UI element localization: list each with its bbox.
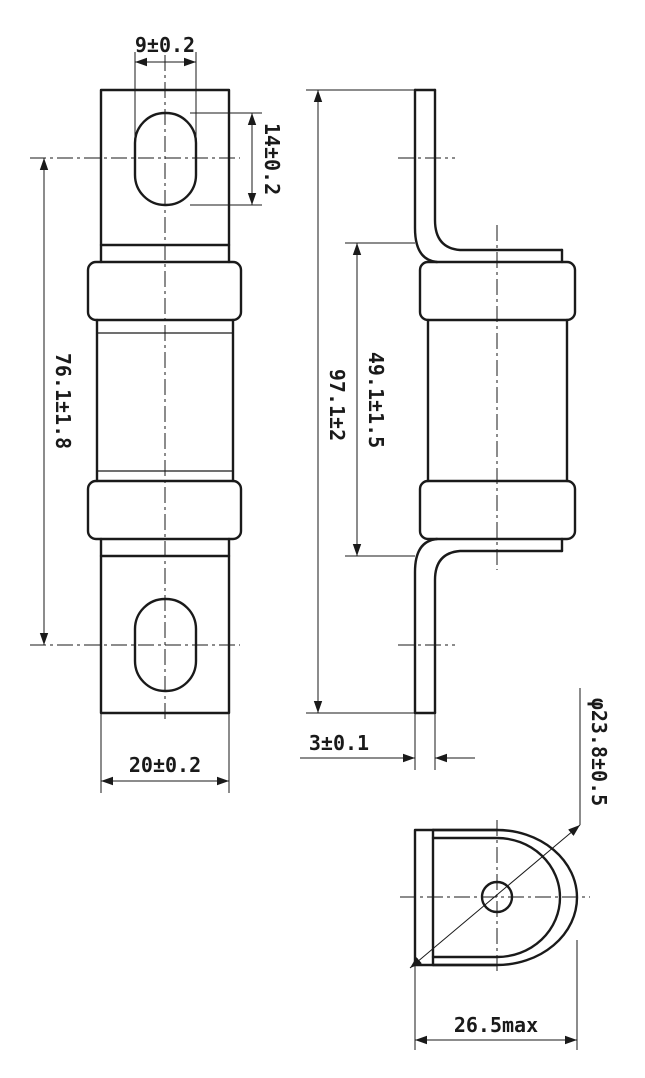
side-body [426, 318, 569, 483]
dim-slot-width: 9±0.2 [135, 33, 195, 57]
end-view-dimensions: φ23.8±0.5 26.5max [409, 688, 611, 1050]
side-view-dimensions: 97.1±2 49.1±1.5 3±0.1 [300, 89, 475, 770]
side-tag-outer [433, 88, 564, 252]
front-view [30, 55, 243, 720]
end-view [400, 820, 590, 975]
dim-body-diameter: φ23.8±0.5 [587, 698, 611, 806]
dim-slot-length: 14±0.2 [260, 123, 284, 195]
dim-tag-width: 20±0.2 [129, 753, 201, 777]
dim-overall-length: 97.1±2 [325, 369, 349, 441]
dim-tag-thickness: 3±0.1 [309, 731, 369, 755]
dim-body-length: 49.1±1.5 [364, 352, 388, 448]
front-body [95, 318, 235, 483]
dim-line-body-diameter [409, 824, 581, 969]
dim-end-view-width: 26.5max [454, 1013, 538, 1037]
side-tag-lower-inner [413, 537, 439, 715]
side-view [398, 88, 577, 715]
dim-mounting-centers: 76.1±1.8 [51, 353, 75, 449]
front-view-dimensions: 9±0.2 14±0.2 76.1±1.8 20±0.2 [39, 33, 284, 793]
side-tag-inner [413, 88, 439, 264]
front-neck-top [99, 243, 231, 264]
front-neck-bottom [99, 537, 231, 558]
side-tag-lower-outer [433, 549, 564, 715]
